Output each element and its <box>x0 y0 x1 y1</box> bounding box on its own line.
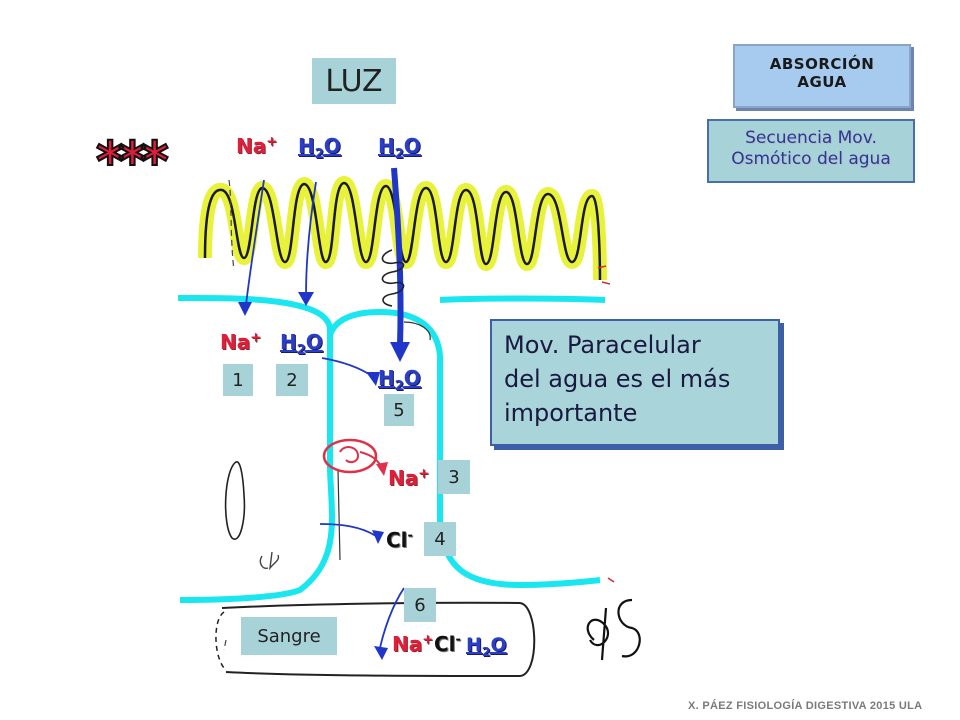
na-cell: Na+ <box>220 330 262 354</box>
capillary-end <box>215 611 227 671</box>
handwritten-phi-s <box>586 598 641 661</box>
scribble-mark-left <box>259 551 280 571</box>
h2o-blood: H2O <box>466 634 507 659</box>
h2o-cell: H2O <box>280 330 323 358</box>
na-pump-symbol <box>339 446 360 464</box>
callout-line-2: del agua es el más <box>504 365 731 393</box>
title-line-2: AGUA <box>797 73 847 91</box>
arrow-cl <box>319 523 377 537</box>
lumen-label: LUZ <box>312 58 396 104</box>
subtitle-line-1: Secuencia Mov. <box>745 128 877 148</box>
arrowhead-to-blood <box>374 646 388 660</box>
title-line-1: ABSORCIÓN <box>769 55 875 73</box>
arrowhead-paracellular-water <box>390 342 410 362</box>
arrow-to-blood <box>379 587 405 649</box>
subtitle-box: Secuencia Mov. Osmótico del agua <box>707 119 915 183</box>
paracellular-callout: Mov. Paracelular del agua es el más impo… <box>490 319 780 446</box>
dash-marks-left <box>223 179 235 651</box>
na-pump-circle <box>322 438 378 474</box>
oval-mark <box>224 461 246 540</box>
arrowhead-na-apical <box>238 302 252 316</box>
callout-line-3: importante <box>504 399 638 427</box>
arrowhead-cl <box>372 530 384 544</box>
step-3: 3 <box>438 460 470 494</box>
cl-lateral: Cl- <box>386 528 413 552</box>
tight-junction-coil <box>381 249 405 307</box>
title-box: ABSORCIÓN AGUA <box>733 44 911 108</box>
microvilli-outline <box>203 181 602 281</box>
na-blood: Na+ <box>392 632 434 656</box>
arrowhead-h2o-to-lateral <box>366 372 380 386</box>
na-lumen: Na+ <box>236 134 278 158</box>
arrow-na-apical <box>245 179 265 306</box>
arrowhead-na-pump <box>376 462 388 476</box>
arrowhead-h2o-apical <box>298 292 314 306</box>
step-2: 2 <box>276 364 308 396</box>
footer-credit: X. PÁEZ FISIOLOGÍA DIGESTIVA 2015 ULA <box>688 700 923 712</box>
h2o-lumen-1: H2O <box>298 134 341 162</box>
cell-top-membrane <box>439 295 606 303</box>
arrow-paracellular-water <box>391 167 404 346</box>
capillary-vessel <box>221 601 536 677</box>
callout-line-1: Mov. Paracelular <box>504 331 701 359</box>
h2o-lateral: H2O <box>378 366 421 394</box>
step-1: 1 <box>223 364 253 396</box>
arrow-h2o-apical <box>305 181 317 296</box>
blood-label: Sangre <box>241 617 337 655</box>
subtitle-line-2: Osmótico del agua <box>731 149 891 169</box>
step-6: 6 <box>404 588 436 622</box>
cell-apex-membrane <box>327 308 601 589</box>
cl-blood: Cl- <box>434 632 461 656</box>
tick-mark-right <box>597 265 615 583</box>
step-4: 4 <box>424 522 456 556</box>
membrane-dark-line <box>337 321 431 561</box>
stars-mark: *** <box>95 129 170 194</box>
na-lateral: Na+ <box>388 466 430 490</box>
h2o-lumen-2: H2O <box>378 134 421 162</box>
step-5: 5 <box>384 394 414 426</box>
basolateral-membrane-left <box>177 294 335 603</box>
